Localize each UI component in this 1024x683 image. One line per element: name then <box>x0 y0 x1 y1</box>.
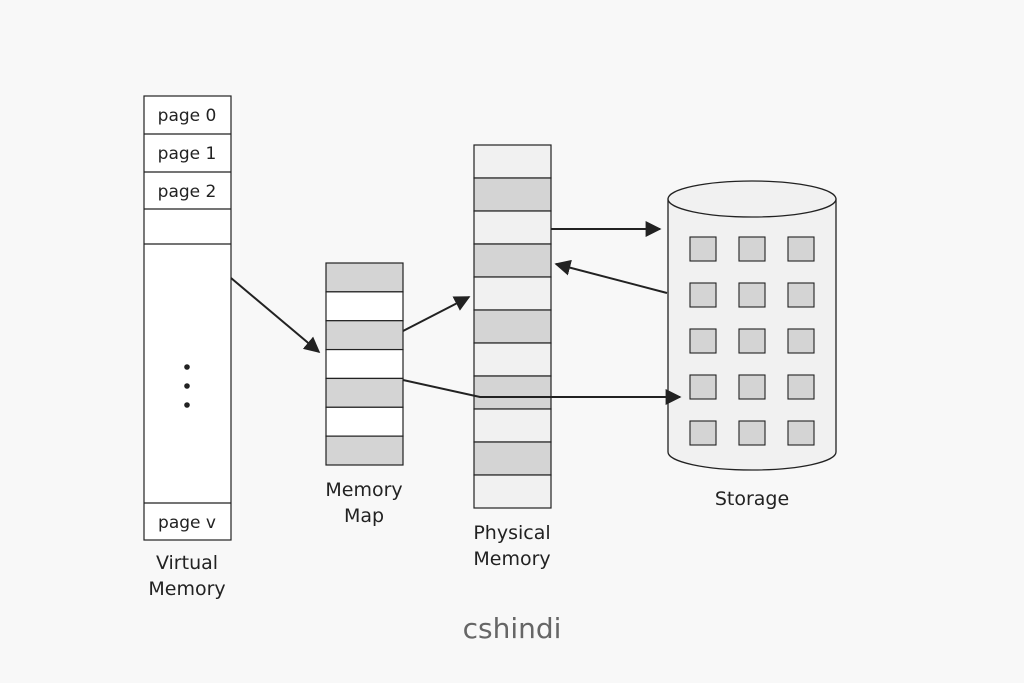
memory-map-row <box>325 320 404 351</box>
ellipsis-dot <box>184 383 190 389</box>
storage-block <box>689 328 717 354</box>
storage-block <box>787 420 815 446</box>
storage-block <box>738 282 766 308</box>
storage-block <box>738 236 766 262</box>
storage-block <box>689 236 717 262</box>
storage-cylinder <box>667 180 837 471</box>
arrows <box>230 221 682 405</box>
arrow-map-to-physical <box>402 296 471 332</box>
memory-map-row <box>325 406 404 437</box>
storage-block <box>787 328 815 354</box>
storage-block <box>787 374 815 400</box>
memory-map-row <box>325 348 404 380</box>
physical-memory-row <box>473 474 552 509</box>
storage-block <box>689 374 717 400</box>
page-2-label: page 2 <box>158 182 217 202</box>
physical-memory-row <box>473 144 552 179</box>
ellipsis-dot <box>184 402 190 408</box>
page-1-label: page 1 <box>158 144 217 164</box>
storage-label: Storage <box>714 488 790 510</box>
virtual-memory-label: Virtual Memory <box>148 552 226 600</box>
page-v-label: page v <box>158 513 216 533</box>
physical-memory-row <box>473 309 552 344</box>
memory-map-row <box>325 435 404 466</box>
arrow-map-to-storage <box>402 379 682 405</box>
memory-map-column <box>325 262 404 466</box>
storage-block <box>787 282 815 308</box>
physical-memory-label: Physical Memory <box>473 522 551 570</box>
storage-block <box>787 236 815 262</box>
storage-top <box>667 180 837 218</box>
ellipsis-dot <box>184 364 190 370</box>
physical-memory-row <box>473 441 552 476</box>
physical-memory-row <box>473 408 552 443</box>
physical-memory-row <box>473 375 552 410</box>
memory-map-row <box>325 262 404 293</box>
storage-block <box>738 328 766 354</box>
storage-block <box>738 374 766 400</box>
storage-block <box>738 420 766 446</box>
arrow-virtual-to-map <box>230 277 321 354</box>
physical-memory-row <box>473 177 552 212</box>
watermark: cshindi <box>462 612 562 645</box>
virtual-memory-column: page 0 page 1 page 2 page v <box>143 95 232 541</box>
physical-memory-row <box>473 276 552 311</box>
storage-blocks <box>689 236 815 446</box>
physical-memory-row <box>473 210 552 245</box>
memory-map-label: Memory Map <box>325 479 403 527</box>
memory-map-row <box>325 377 404 408</box>
physical-memory-row <box>473 342 552 377</box>
page-0-label: page 0 <box>158 106 217 126</box>
storage-block <box>689 282 717 308</box>
virtual-memory-frame <box>143 95 232 541</box>
memory-map-row <box>325 291 404 322</box>
physical-memory-row <box>473 243 552 278</box>
physical-memory-column <box>473 144 552 509</box>
storage-block <box>689 420 717 446</box>
arrow-storage-to-physical <box>554 259 668 294</box>
